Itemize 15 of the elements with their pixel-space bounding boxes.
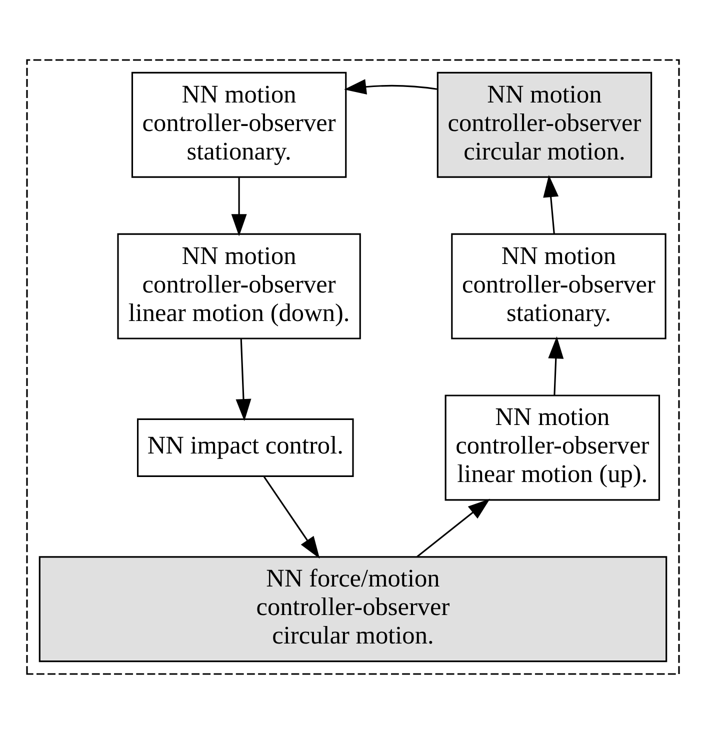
cluster xyxy=(26,58,680,674)
node-box: NN motion controller-observer linear motion (down). xyxy=(117,232,361,339)
node-box: NN motion controller-observer linear motion (up). xyxy=(444,394,660,500)
node-box: NN force/motion controller-observer circular motion. xyxy=(38,556,668,662)
arrow xyxy=(263,476,320,558)
arrow xyxy=(548,336,564,395)
arrow xyxy=(543,174,559,234)
node-box: NN impact control. xyxy=(136,418,354,476)
arrow xyxy=(344,78,438,94)
arrow xyxy=(236,338,252,421)
node-box: NN motion controller-observer circular motion. xyxy=(436,71,652,178)
node-box: NN motion controller-observer stationary. xyxy=(131,71,347,178)
node-box: NN motion controller-observer stationary. xyxy=(451,232,666,339)
arrow xyxy=(231,176,247,236)
arrow xyxy=(416,498,490,557)
